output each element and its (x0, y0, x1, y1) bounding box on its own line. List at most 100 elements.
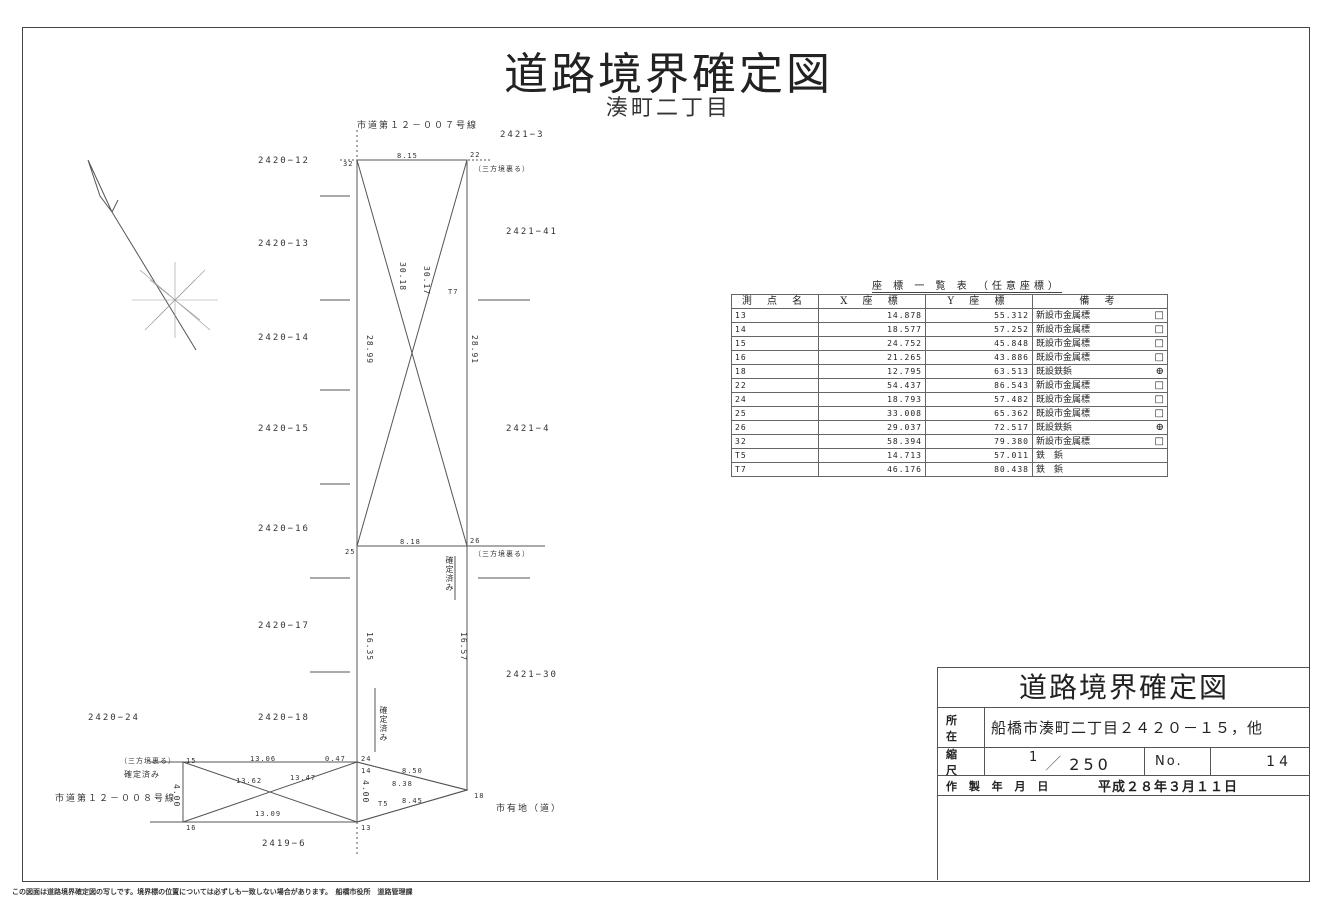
three-way-note: （三方境裏る） (474, 165, 530, 173)
x-coord-cell: 14.878 (818, 308, 926, 323)
remarks-text: 新設市金属標 (1036, 436, 1091, 447)
marker-symbol-icon: □ (1154, 393, 1164, 405)
x-coord-cell: 18.793 (818, 392, 926, 407)
x-coord-cell: 12.795 (818, 364, 926, 379)
point-label: 16 (186, 824, 197, 832)
column-header: X 座 標 (818, 294, 926, 309)
lot-label: 2420−18 (258, 713, 310, 723)
point-name-cell: 15 (731, 336, 819, 351)
x-coord-cell: 46.176 (818, 462, 926, 477)
point-label: 15 (186, 757, 197, 765)
dimension-label: 30.17 (422, 266, 431, 296)
remarks-text: 既設市金属標 (1036, 408, 1091, 419)
dimension-label: 8.38 (392, 780, 413, 788)
point-label: 24 (361, 755, 372, 763)
dimension-label: 13.09 (255, 810, 282, 818)
y-coord-cell: 63.513 (925, 364, 1033, 379)
point-name-cell: 26 (731, 420, 819, 435)
footnote: この図面は道路境界確定図の写しです。境界標の位置については必ずしも一致しない場合… (12, 888, 413, 896)
lot-label: 2420−12 (258, 156, 310, 166)
point-name-cell: 24 (731, 392, 819, 407)
compass-rose-icon (132, 262, 218, 338)
point-name-cell: 16 (731, 350, 819, 365)
y-coord-cell: 86.543 (925, 378, 1033, 393)
column-header: 測 点 名 (731, 294, 819, 309)
marker-symbol-icon: □ (1154, 323, 1164, 335)
drawing-title: 道路境界確定図 (504, 49, 833, 100)
point-name-cell: 18 (731, 364, 819, 379)
column-header: Y 座 標 (925, 294, 1033, 309)
y-coord-cell: 79.380 (925, 434, 1033, 449)
scale-denominator: 250 (1069, 755, 1112, 774)
x-coord-cell: 33.008 (818, 406, 926, 421)
point-label: 14 (361, 767, 372, 775)
x-coord-cell: 18.577 (818, 322, 926, 337)
coord-table-caption: 座 標 一 覧 表 （任意座標） (872, 277, 1062, 293)
marker-symbol-icon: ⊕ (1155, 365, 1164, 377)
y-coord-cell: 80.438 (925, 462, 1033, 477)
remarks-cell: 既設市金属標 □ (1032, 406, 1168, 421)
title-block-date-row: 作 製 年 月 日 平成２８年３月１１日 (938, 776, 1310, 796)
remarks-text: 新設市金属標 (1036, 380, 1091, 391)
dimension-label: 4.00 (172, 784, 181, 808)
title-block-heading: 道路境界確定図 (938, 668, 1310, 708)
y-coord-cell: 55.312 (925, 308, 1033, 323)
dimension-label: 8.15 (397, 152, 418, 160)
lot-label: 2421−3 (500, 130, 545, 140)
remarks-cell: 新設市金属標 □ (1032, 322, 1168, 337)
three-way-note: （三方境裏る） (474, 550, 530, 558)
point-label: 26 (470, 537, 481, 545)
dimension-label: 8.18 (400, 538, 421, 546)
lot-label: 2421−30 (506, 670, 558, 680)
remarks-text: 既設市金属標 (1036, 338, 1091, 349)
marker-symbol-icon: □ (1154, 435, 1164, 447)
title-block-location-row: 所 在 船橋市湊町二丁目２４２０－１５，他 (938, 708, 1310, 748)
dimension-label: 0.47 (325, 755, 346, 763)
date-label: 作 製 年 月 日 (946, 779, 1053, 793)
title-block-scale-row: 縮 尺 1 ／ 250 No. 14 (938, 748, 1310, 777)
y-coord-cell: 45.848 (925, 336, 1033, 351)
confirmed-note: 確定済み (379, 706, 388, 742)
remarks-text: 新設市金属標 (1036, 324, 1091, 335)
marker-symbol-icon: □ (1154, 351, 1164, 363)
remarks-cell: 既設鉄鋲⊕ (1032, 364, 1168, 379)
remarks-text: 既設市金属標 (1036, 394, 1091, 405)
remarks-cell: 新設市金属標 □ (1032, 308, 1168, 323)
remarks-cell: 既設市金属標 □ (1032, 392, 1168, 407)
marker-symbol-icon: □ (1154, 309, 1164, 321)
scale-numerator: 1 (1029, 750, 1042, 765)
x-coord-cell: 14.713 (818, 448, 926, 463)
road-label-top: 市道第１２－００７号線 (357, 121, 479, 131)
lot-label: 2420−14 (258, 333, 310, 343)
confirmed-note: 確定済み (124, 770, 160, 779)
marker-symbol-icon: □ (1154, 379, 1164, 391)
point-label: 32 (343, 160, 354, 168)
dimension-label: 4.00 (361, 780, 370, 804)
remarks-cell: 既設鉄鋲⊕ (1032, 420, 1168, 435)
y-coord-cell: 57.252 (925, 322, 1033, 337)
dimension-label: 13.06 (250, 755, 277, 763)
remarks-text: 新設市金属標 (1036, 310, 1091, 321)
north-arrow-icon (87, 159, 113, 213)
lot-label: 2421−4 (506, 424, 551, 434)
marker-symbol-icon: □ (1154, 407, 1164, 419)
remarks-text: 既設市金属標 (1036, 352, 1091, 363)
parcel-lower-shape (182, 761, 469, 823)
date-value: 平成２８年３月１１日 (1098, 780, 1239, 795)
confirmed-note: 確定済み (445, 556, 454, 592)
x-coord-cell: 58.394 (818, 434, 926, 449)
dimension-label: 8.45 (402, 797, 423, 805)
marker-symbol-icon: □ (1154, 337, 1164, 349)
point-name-cell: 22 (731, 378, 819, 393)
